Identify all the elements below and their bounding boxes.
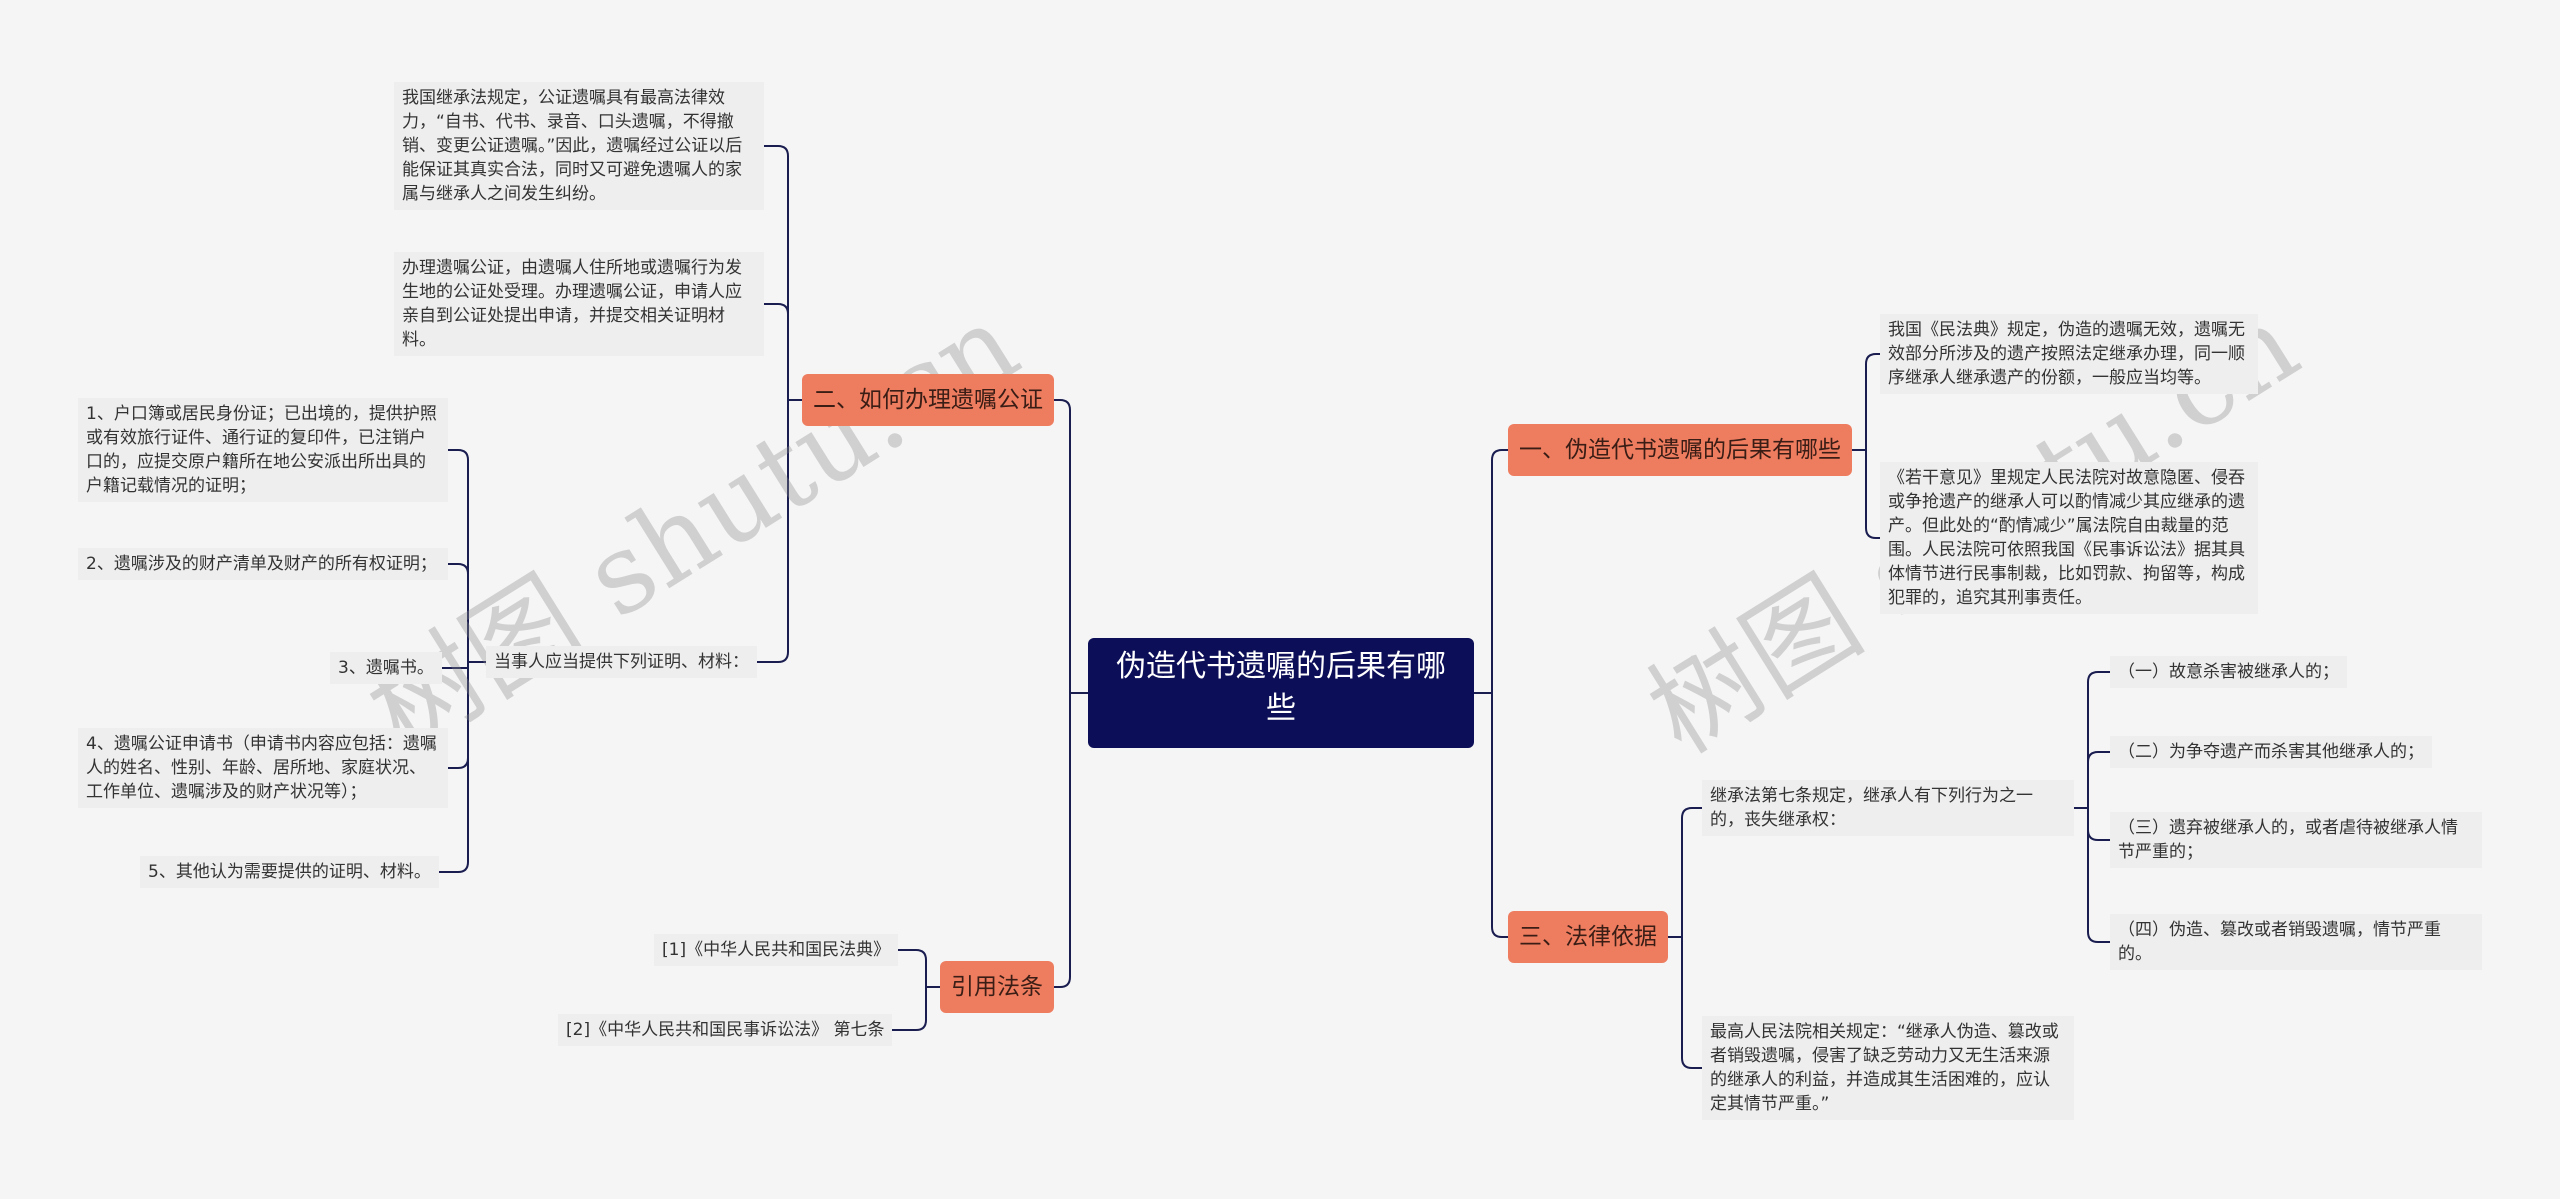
link-n-b2-1 (764, 303, 802, 401)
branch-legal-basis[interactable]: 三、法律依据 (1508, 911, 1668, 963)
branch-citations[interactable]: 引用法条 (940, 961, 1054, 1013)
leaf-inheritance-law-art7: 继承法第七条规定，继承人有下列行为之一的，丧失继承权： (1702, 780, 2074, 836)
leaf-materials-heading: 当事人应当提供下列证明、材料： (486, 646, 757, 678)
leaf-act-2: （二）为争夺遗产而杀害其他继承人的； (2110, 736, 2432, 768)
leaf-notary-office: 办理遗嘱公证，由遗嘱人住所地或遗嘱行为发生地的公证处受理。办理遗嘱公证，申请人应… (394, 252, 764, 356)
leaf-act-1: （一）故意杀害被继承人的； (2110, 656, 2347, 688)
leaf-material-3: 3、遗嘱书。 (330, 652, 442, 684)
leaf-material-2: 2、遗嘱涉及的财产清单及财产的所有权证明； (78, 548, 448, 580)
root-topic[interactable]: 伪造代书遗嘱的后果有哪些 (1088, 638, 1474, 748)
leaf-civil-code-invalid: 我国《民法典》规定，伪造的遗嘱无效，遗嘱无效部分所涉及的遗产按照法定继承办理，同… (1880, 314, 2258, 394)
link-n-b3-0 (1668, 807, 1702, 938)
link-n-b3-a0 (2074, 671, 2110, 809)
leaf-supreme-court-rule: 最高人民法院相关规定：“继承人伪造、篡改或者销毁遗嘱，侵害了缺乏劳动力又无生活来… (1702, 1016, 2074, 1120)
leaf-material-4: 4、遗嘱公证申请书（申请书内容应包括：遗嘱人的姓名、性别、年龄、居所地、家庭状况… (78, 728, 448, 808)
link-n-b2-m4 (439, 661, 486, 873)
leaf-opinions-reduce-share: 《若干意见》里规定人民法院对故意隐匿、侵吞或争抢遗产的继承人可以酌情减少其应继承… (1880, 462, 2258, 614)
branch-notarization[interactable]: 二、如何办理遗嘱公证 (802, 374, 1054, 426)
link-n-b3 (1474, 692, 1508, 938)
link-n-b3-a2 (2074, 807, 2110, 841)
link-n-b3-1 (1668, 936, 1702, 1069)
leaf-act-4: （四）伪造、篡改或者销毁遗嘱，情节严重的。 (2110, 914, 2482, 970)
link-n-b2-0 (764, 145, 802, 401)
leaf-citation-civil-code: [1]《中华人民共和国民法典》 (654, 934, 899, 966)
branch-consequences[interactable]: 一、伪造代书遗嘱的后果有哪些 (1508, 424, 1852, 476)
link-n-b3-a3 (2074, 807, 2110, 943)
link-n-b1-1 (1852, 449, 1880, 539)
link-n-b4-0 (898, 949, 940, 988)
link-n-b3-a1 (2074, 751, 2110, 809)
link-n-b4-1 (892, 986, 940, 1031)
link-n-b2 (1054, 399, 1088, 694)
leaf-act-3: （三）遗弃被继承人的，或者虐待被继承人情节严重的； (2110, 812, 2482, 868)
link-n-b2-m0 (448, 449, 486, 663)
link-n-b1-0 (1852, 353, 1880, 451)
leaf-material-1: 1、户口簿或居民身份证；已出境的，提供护照或有效旅行证件、通行证的复印件，已注销… (78, 398, 448, 502)
link-n-b2-m1 (448, 563, 486, 663)
link-n-b4 (1054, 692, 1088, 988)
link-n-b2-2 (757, 399, 802, 663)
leaf-notarized-will-effect: 我国继承法规定，公证遗嘱具有最高法律效力，“自书、代书、录音、口头遗嘱，不得撤销… (394, 82, 764, 210)
leaf-citation-civil-procedure: [2]《中华人民共和国民事诉讼法》 第七条 (558, 1014, 893, 1046)
link-n-b1 (1474, 449, 1508, 694)
leaf-material-5: 5、其他认为需要提供的证明、材料。 (140, 856, 439, 888)
